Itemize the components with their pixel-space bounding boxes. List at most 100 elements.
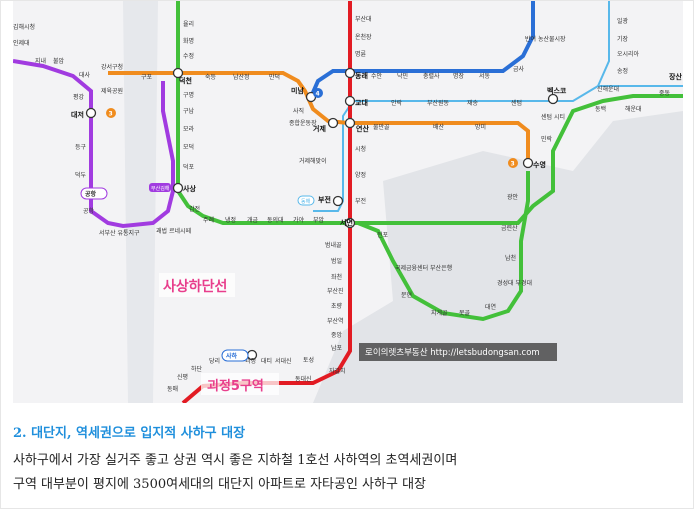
- station-label: 동백: [595, 105, 606, 113]
- station-marker-yeonsan: [344, 117, 356, 129]
- station-label: 부전: [355, 197, 366, 205]
- station-label: 개금: [247, 216, 259, 224]
- station-label: 제육공원: [101, 87, 123, 95]
- watermark-box: [359, 343, 557, 361]
- gonghang-tag: [80, 187, 108, 200]
- station-label-suyeong: 수영: [533, 160, 546, 169]
- station-label: 덕두: [75, 172, 87, 179]
- station-label: 금련산: [501, 224, 518, 232]
- station-label: 동의대: [267, 216, 284, 224]
- station-label: 남산정: [233, 73, 250, 81]
- station-label: 화명: [183, 37, 194, 45]
- station-label: 일광: [617, 17, 629, 25]
- station-label: 부암: [313, 216, 325, 224]
- station-label: 인제대: [13, 39, 30, 47]
- station-label: 구명: [183, 91, 194, 99]
- district-label-sasang-hadan: 사상하단선: [163, 278, 227, 295]
- station-label: 좌천: [331, 273, 342, 281]
- station-label: 부산대: [355, 15, 372, 23]
- station-label: 감전: [189, 205, 200, 213]
- station-label: 반여 농산물시장: [525, 35, 566, 43]
- saha-tag: [221, 349, 249, 362]
- gonghang-tag-text: 공항: [85, 190, 97, 198]
- station-label: 괴정: [245, 357, 256, 365]
- station-label: 배산: [433, 123, 445, 131]
- station-label: 대사: [79, 71, 91, 79]
- station-label: 범일: [331, 257, 342, 265]
- station-label-benscott: 벡스코: [547, 86, 567, 95]
- station-label: 괘법 르네시떼: [156, 227, 191, 235]
- station-label: 냉정: [225, 216, 236, 224]
- station-label: 거제해맞이: [299, 157, 327, 165]
- line3-badge-east: [508, 158, 518, 168]
- station-label: 센텀: [511, 99, 522, 107]
- bgl-tag-text: 부산김해: [151, 185, 170, 192]
- station-label: 민락: [541, 135, 553, 143]
- station-label: 물만골: [373, 123, 390, 131]
- station-label: 재송: [467, 99, 479, 107]
- line3-badge-west: [106, 108, 116, 118]
- line4-badge-text: 4: [316, 91, 320, 98]
- station-label-daejeo: 대저: [71, 110, 84, 119]
- station-label: 평강: [73, 93, 85, 101]
- line3-badge-east-text: 3: [511, 161, 515, 168]
- zone-label-goejeong5: 괴정5구역: [207, 378, 264, 394]
- station-label: 김해시청: [13, 23, 35, 31]
- sea-area: [313, 111, 683, 403]
- station-label: 구포: [141, 74, 153, 81]
- station-label: 광안: [507, 193, 519, 201]
- article-section: 2. 대단지, 역세권으로 입지적 사하구 대장 사하구에서 가장 실거주 좋고…: [13, 425, 683, 497]
- bgl-tag: [149, 183, 171, 192]
- station-label: 지내: [35, 57, 46, 65]
- station-label: 망미: [475, 123, 486, 131]
- article-line-2: 구역 대부분이 평지에 3500여세대의 대단지 아파트로 자타공인 사하구 대…: [13, 477, 426, 492]
- station-label: 모덕: [183, 144, 194, 151]
- station-label: 가야: [293, 216, 305, 224]
- station-label-deokcheon: 덕천: [179, 76, 192, 85]
- station-label: 중동: [659, 90, 671, 97]
- station-label: 범내골: [325, 241, 342, 249]
- station-label: 토성: [303, 356, 314, 364]
- station-label: 등구: [75, 144, 87, 151]
- station-label: 수정: [183, 53, 194, 60]
- station-label: 경성대 부경대: [497, 279, 532, 287]
- station-label: 문현: [401, 291, 412, 299]
- station-label: 불암: [53, 57, 65, 65]
- station-label: 부산원동: [427, 99, 450, 107]
- station-label: 오시리아: [617, 50, 640, 58]
- station-label: 대연: [485, 303, 496, 311]
- station-label: 남포: [331, 344, 343, 352]
- station-marker-gyodae: [344, 95, 356, 107]
- article-line-1: 사하구에서 가장 실거주 좋고 상권 역시 좋은 지하철 1호선 사하역의 초역…: [13, 453, 458, 468]
- station-label: 하단: [191, 365, 203, 373]
- district-label-bg: [159, 273, 235, 297]
- station-label: 동대신: [295, 375, 312, 383]
- station-marker-benscott: [547, 93, 559, 105]
- station-marker-daejeo: [85, 107, 97, 119]
- line2-green-south: [357, 171, 530, 322]
- station-label: 중앙: [331, 331, 343, 339]
- station-label: 신해운대: [597, 85, 619, 93]
- station-label: 율리: [183, 20, 194, 28]
- station-label: 전포: [377, 231, 389, 239]
- station-label: 만덕: [269, 73, 280, 81]
- station-label: 당리: [209, 357, 220, 365]
- station-label-seomyeon: 서면: [340, 218, 353, 227]
- station-label-yeonsan: 연산: [356, 124, 369, 133]
- station-marker-suyeong: [522, 157, 534, 169]
- station-label: 부산역: [327, 317, 344, 325]
- station-label: 사직: [293, 107, 304, 115]
- station-label: 시청: [355, 146, 366, 153]
- line3-orange: [108, 71, 530, 163]
- station-label: 못골: [459, 310, 471, 317]
- subway-map-svg: 3 3 4 부산대 온천장 명륜 동래 교대 연산 시청 양정 부전 부전 서면…: [13, 1, 683, 403]
- station-label: 자갈치: [329, 367, 346, 375]
- station-label: 서부산 유통지구: [99, 229, 140, 237]
- station-label-geoje: 거제: [313, 124, 326, 133]
- station-label: 양정: [355, 171, 366, 179]
- station-marker-bujeon: [332, 195, 344, 207]
- station-label: 온천장: [355, 33, 372, 41]
- station-label: 낙민: [397, 72, 408, 80]
- line4-badge: [313, 88, 323, 98]
- station-label: 부산진: [327, 287, 344, 295]
